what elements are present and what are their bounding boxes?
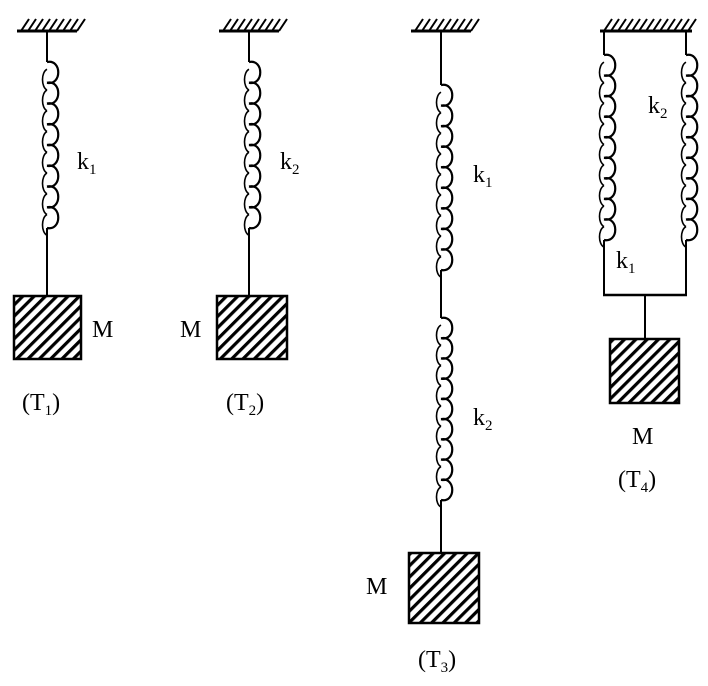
ceiling-hatch-mark bbox=[659, 18, 669, 32]
spring-label-k1-t4: k1 bbox=[616, 248, 636, 277]
spring-k1-t1 bbox=[46, 60, 60, 230]
ceiling-hatch-mark bbox=[470, 18, 480, 32]
ceiling-hatch-mark bbox=[48, 18, 58, 32]
spring-k1-t4-back-turns bbox=[598, 61, 605, 248]
ceiling-hatch-mark bbox=[20, 18, 30, 32]
ceiling-hatch-mark bbox=[631, 18, 641, 32]
ceiling-hatch-mark bbox=[645, 18, 655, 32]
ceiling-hatch-mark bbox=[229, 18, 239, 32]
ceiling-hatch-mark bbox=[687, 18, 697, 32]
spring-k2-t4 bbox=[685, 53, 699, 242]
mass-label-t4: M bbox=[632, 424, 653, 450]
ceiling-hatch-mark bbox=[638, 18, 648, 32]
mass-block-t4 bbox=[608, 337, 681, 405]
spring-k2-t3 bbox=[440, 316, 454, 502]
spring-k2-t2 bbox=[248, 60, 262, 230]
spring-label-k2-t4: k2 bbox=[648, 93, 668, 122]
system-t2: k2 M (T2) bbox=[180, 18, 300, 419]
mass-label-t1: M bbox=[92, 317, 113, 343]
ceiling-hatch-mark bbox=[442, 18, 452, 32]
spring-label-t2: k2 bbox=[280, 149, 300, 178]
ceiling-hatch-mark bbox=[27, 18, 37, 32]
ceiling-hatch-mark bbox=[76, 18, 86, 32]
spring-k2-t4-back-turns bbox=[680, 61, 687, 248]
ceiling-hatch-mark bbox=[222, 18, 232, 32]
spring-k1-t4 bbox=[603, 53, 617, 242]
spring-label-k2-t3: k2 bbox=[473, 405, 493, 434]
ceiling-hatch-mark bbox=[617, 18, 627, 32]
ceiling-hatch-mark bbox=[62, 18, 72, 32]
ceiling-hatch-mark bbox=[652, 18, 662, 32]
ceiling-hatch-mark bbox=[456, 18, 466, 32]
ceiling-hatch-mark bbox=[271, 18, 281, 32]
ceiling-hatch-mark bbox=[421, 18, 431, 32]
ceiling-hatch-mark bbox=[257, 18, 267, 32]
ceiling-hatch-mark bbox=[463, 18, 473, 32]
ceiling-hatch-mark bbox=[41, 18, 51, 32]
spring-label-k1-t3: k1 bbox=[473, 162, 493, 191]
system-t4: k1 k2 M (T4) bbox=[598, 18, 699, 496]
spring-k2-t2-back-turns bbox=[243, 68, 250, 236]
ceiling-support-t1 bbox=[17, 18, 86, 33]
ceiling-hatch-mark bbox=[610, 18, 620, 32]
caption-t1: (T1) bbox=[22, 390, 60, 419]
ceiling-hatch-mark bbox=[55, 18, 65, 32]
ceiling-hatch-mark bbox=[449, 18, 459, 32]
ceiling-hatch-mark bbox=[278, 18, 288, 32]
mass-label-t2: M bbox=[180, 317, 201, 343]
system-t1: k1 M (T1) bbox=[12, 18, 113, 419]
ceiling-hatch-mark bbox=[435, 18, 445, 32]
ceiling-hatch-mark bbox=[673, 18, 683, 32]
ceiling-hatch-mark bbox=[666, 18, 676, 32]
ceiling-support-t2 bbox=[219, 18, 288, 33]
spring-k1-t1-back-turns bbox=[41, 68, 48, 236]
ceiling-hatch-mark bbox=[250, 18, 260, 32]
ceiling-hatch-mark bbox=[428, 18, 438, 32]
ceiling-hatch-mark bbox=[603, 18, 613, 32]
spring-label-t1: k1 bbox=[77, 149, 97, 178]
caption-t3: (T3) bbox=[418, 647, 456, 676]
ceiling-hatch-mark bbox=[34, 18, 44, 32]
ceiling-support-t4 bbox=[600, 18, 697, 33]
system-t3: k1 k2 M (T3) bbox=[366, 18, 493, 676]
ceiling-hatch-mark bbox=[414, 18, 424, 32]
ceiling-hatch-mark bbox=[624, 18, 634, 32]
caption-t4: (T4) bbox=[618, 467, 656, 496]
ceiling-hatch-mark bbox=[243, 18, 253, 32]
mass-block-t2 bbox=[215, 294, 289, 361]
mass-label-t3: M bbox=[366, 574, 387, 600]
mass-block-t1 bbox=[12, 294, 83, 361]
spring-k1-t3-back-turns bbox=[435, 91, 442, 278]
caption-t2: (T2) bbox=[226, 390, 264, 419]
ceiling-support-t3 bbox=[411, 18, 480, 33]
ceiling-hatch-mark bbox=[236, 18, 246, 32]
ceiling-hatch-mark bbox=[69, 18, 79, 32]
ceiling-hatch-mark bbox=[264, 18, 274, 32]
spring-k2-t3-back-turns bbox=[435, 324, 442, 508]
ceiling-hatch-mark bbox=[680, 18, 690, 32]
mass-block-t3 bbox=[407, 551, 481, 625]
spring-k1-t3 bbox=[440, 83, 454, 272]
